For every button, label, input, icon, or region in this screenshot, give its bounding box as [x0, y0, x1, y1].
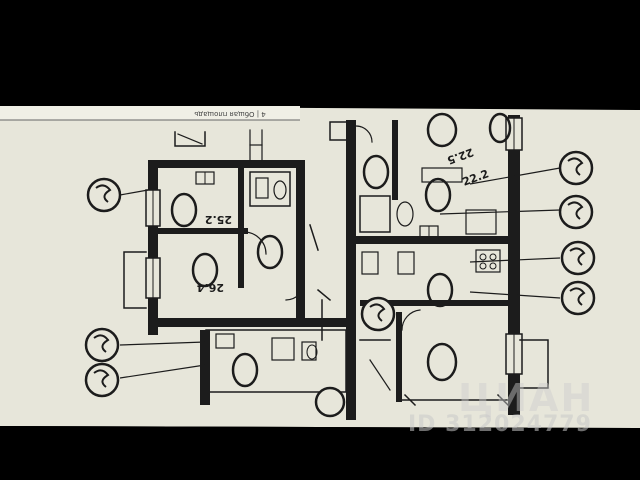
wall-right-corridor [346, 236, 516, 244]
room-marker [170, 192, 198, 228]
room-marker [362, 154, 390, 190]
callout-marker [314, 386, 346, 418]
room-marker [424, 177, 452, 213]
room-marker [191, 252, 219, 288]
room-marker [426, 112, 458, 148]
balcony-left [123, 251, 147, 309]
paper-sheet [0, 106, 640, 428]
room-area-label: 25.2 [205, 213, 232, 226]
wall-left-right [296, 160, 305, 320]
room-marker [426, 272, 454, 308]
wall-left-mid [158, 228, 248, 234]
wall-left-partition [238, 168, 244, 288]
wall-left-bottom [148, 318, 348, 327]
room-marker [231, 352, 259, 388]
room-marker [426, 342, 458, 382]
room-marker [488, 112, 512, 144]
watermark-id: ID 312024779 [408, 412, 592, 437]
balcony-right [519, 339, 549, 389]
room-area-label: 26.4 [197, 281, 224, 294]
header-strip [0, 106, 300, 120]
room-marker [256, 234, 284, 270]
wall-left-outer [148, 160, 158, 335]
header-strip-text: 4 | Общая площадь [194, 110, 266, 118]
watermark-logo: ЦИАН [458, 376, 595, 420]
wall-right-outer-left [346, 120, 356, 420]
wall-left-top [148, 160, 298, 168]
